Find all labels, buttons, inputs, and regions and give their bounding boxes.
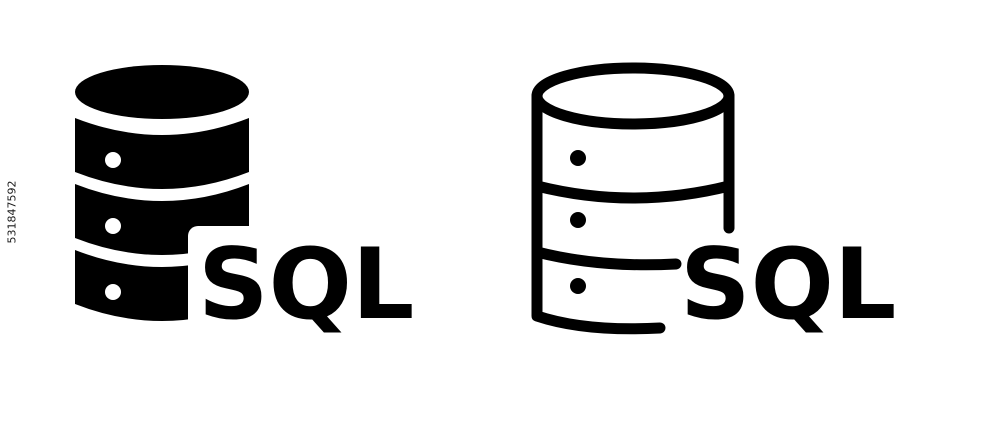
database-filled-icon	[75, 65, 268, 346]
sql-label-filled: SQL	[198, 228, 414, 342]
sql-label-outline: SQL	[680, 228, 896, 342]
database-outline-icon	[531, 62, 735, 335]
database-sql-icon-filled: SQL	[75, 65, 414, 346]
database-sql-icon-outline: SQL	[531, 62, 896, 342]
